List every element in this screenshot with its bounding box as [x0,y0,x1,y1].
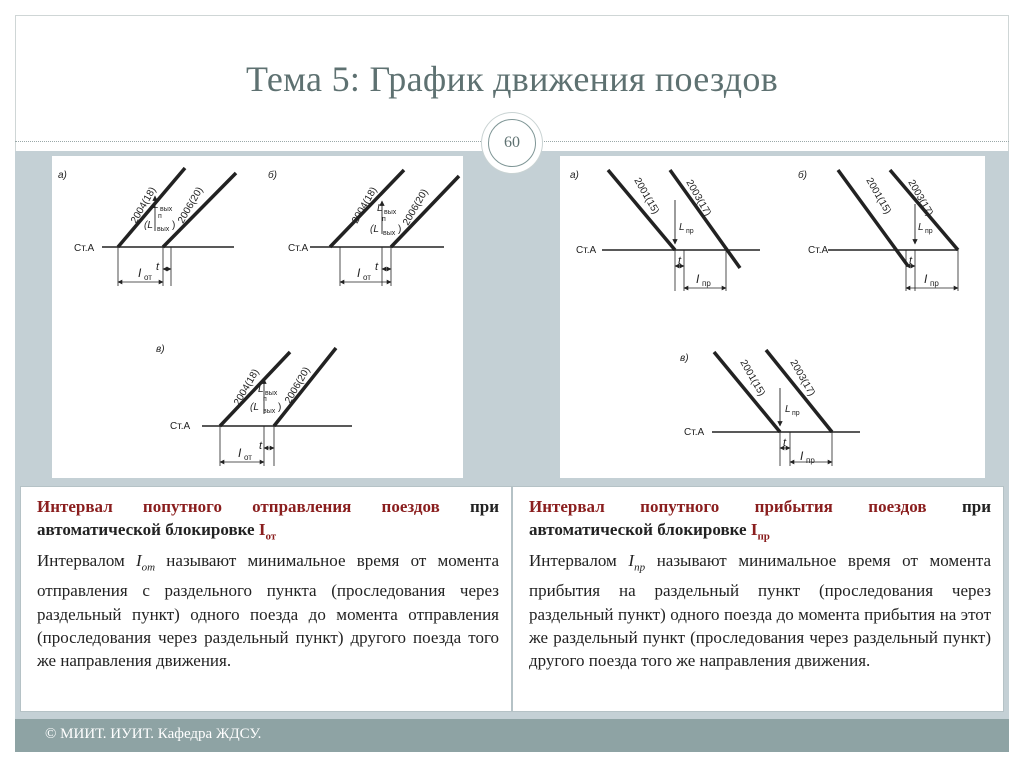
svg-text:L: L [918,222,924,233]
svg-text:от: от [363,273,371,282]
definition-heading: Интервал попутного отправления поездов [37,497,440,516]
svg-text:пр: пр [792,410,800,417]
train-label: 2001(15) [631,176,661,216]
departure-panel-c: в) Ст.А t I от L вых п (L вых ) 2004(18)… [156,344,352,466]
definition-heading: Интервал попутного прибытия поездов [529,497,927,516]
svg-text:(L: (L [144,220,153,231]
departure-panel-a: а) Ст.А t I от L вых п (L вых ) 2004(18)… [58,166,238,286]
svg-text:I: I [238,446,242,460]
svg-text:п: п [263,396,267,403]
interval-symbol: Iот [258,520,277,543]
panel-label: а) [570,170,579,181]
svg-text:вых: вых [383,230,396,237]
arrival-definition-box: Интервал попутного прибытия поездов при … [512,486,1004,712]
svg-text:вых: вых [157,226,170,233]
svg-text:I: I [800,449,804,463]
svg-text:вых: вых [160,206,173,213]
definition-intro: Интервалом [37,550,125,570]
svg-text:L: L [377,203,383,214]
panel-label: б) [268,169,277,181]
t-label: t [156,261,160,273]
definition-heading-2: при автоматической блокировке [529,497,991,540]
svg-text:(L: (L [250,402,259,413]
t-label: t [259,440,263,452]
svg-text:L: L [258,384,264,395]
svg-text:L: L [679,222,685,233]
panel-label: в) [156,344,165,355]
svg-text:пр: пр [925,228,933,235]
definition-symbol: Iпр [628,550,646,574]
arrival-panel-b: б) Ст.А t I пр L пр 2001(15) 2003(17) [798,168,960,291]
svg-text:вых: вых [265,390,278,397]
definition-body: называют минимальное время от момента пр… [529,550,992,670]
svg-text:пр: пр [686,228,694,235]
train-label: 2003(17) [787,358,817,398]
definition-body: называют минимальное время от момента от… [37,550,499,670]
svg-text:п: п [158,213,162,220]
arrival-panel-c: в) Ст.А t I пр L пр 2001(15) 2003(17) [680,348,860,466]
departure-figure: а) Ст.А t I от L вых п (L вых ) 2004(18)… [52,156,463,478]
t-label: t [375,261,379,273]
departure-panel-b: б) Ст.А t I от L вых п (L вых ) 2004(18)… [268,168,461,286]
t-label: t [783,437,787,449]
svg-text:пр: пр [930,279,939,288]
train-label: 2001(15) [737,358,767,398]
svg-text:L: L [785,404,791,415]
svg-text:I: I [357,266,361,280]
svg-text:п: п [382,216,386,223]
svg-text:I: I [138,266,142,280]
page-number: 60 [488,119,536,167]
station-label: Ст.А [808,245,828,256]
station-label: Ст.А [288,243,308,254]
station-label: Ст.А [576,245,596,256]
arrival-panel-a: а) Ст.А t I пр L пр 2001(15) 2003(17) [570,168,760,291]
panel-label: в) [680,353,689,364]
train-label: 2004(18) [350,185,380,225]
svg-text:вых: вых [384,209,397,216]
definition-symbol: Iот [135,550,156,574]
t-label: t [909,255,913,267]
definition-heading-2: при автоматической блокировке [37,497,499,540]
station-label: Ст.А [684,427,704,438]
slide-title: Тема 5: График движения поездов [245,59,779,99]
footer-copyright: © МИИТ. ИУИТ. Кафедра ЖДСУ. [45,726,262,742]
interval-symbol: Iпр [750,520,770,543]
station-label: Ст.А [74,243,94,254]
svg-text:I: I [696,272,700,286]
page-number-badge: 60 [482,113,542,173]
svg-text:(L: (L [370,224,379,235]
train-label: 2003(17) [905,178,935,218]
svg-text:пр: пр [806,456,815,465]
svg-text:): ) [172,220,175,231]
station-label: Ст.А [170,421,190,432]
footer-bar: © МИИТ. ИУИТ. Кафедра ЖДСУ. [15,719,1009,752]
svg-text:I: I [924,272,928,286]
svg-text:от: от [144,273,152,282]
panel-label: а) [58,170,67,181]
svg-text:вых: вых [263,408,276,415]
panel-label: б) [798,169,807,181]
departure-definition-box: Интервал попутного отправления поездов п… [20,486,512,712]
arrival-figure: а) Ст.А t I пр L пр 2001(15) 2003(17) б)… [560,156,985,478]
svg-text:пр: пр [702,279,711,288]
svg-text:): ) [278,402,281,413]
svg-text:L: L [153,200,159,211]
definition-intro: Интервалом [529,550,617,570]
svg-text:от: от [244,453,252,462]
t-label: t [678,255,682,267]
svg-text:): ) [398,224,401,235]
